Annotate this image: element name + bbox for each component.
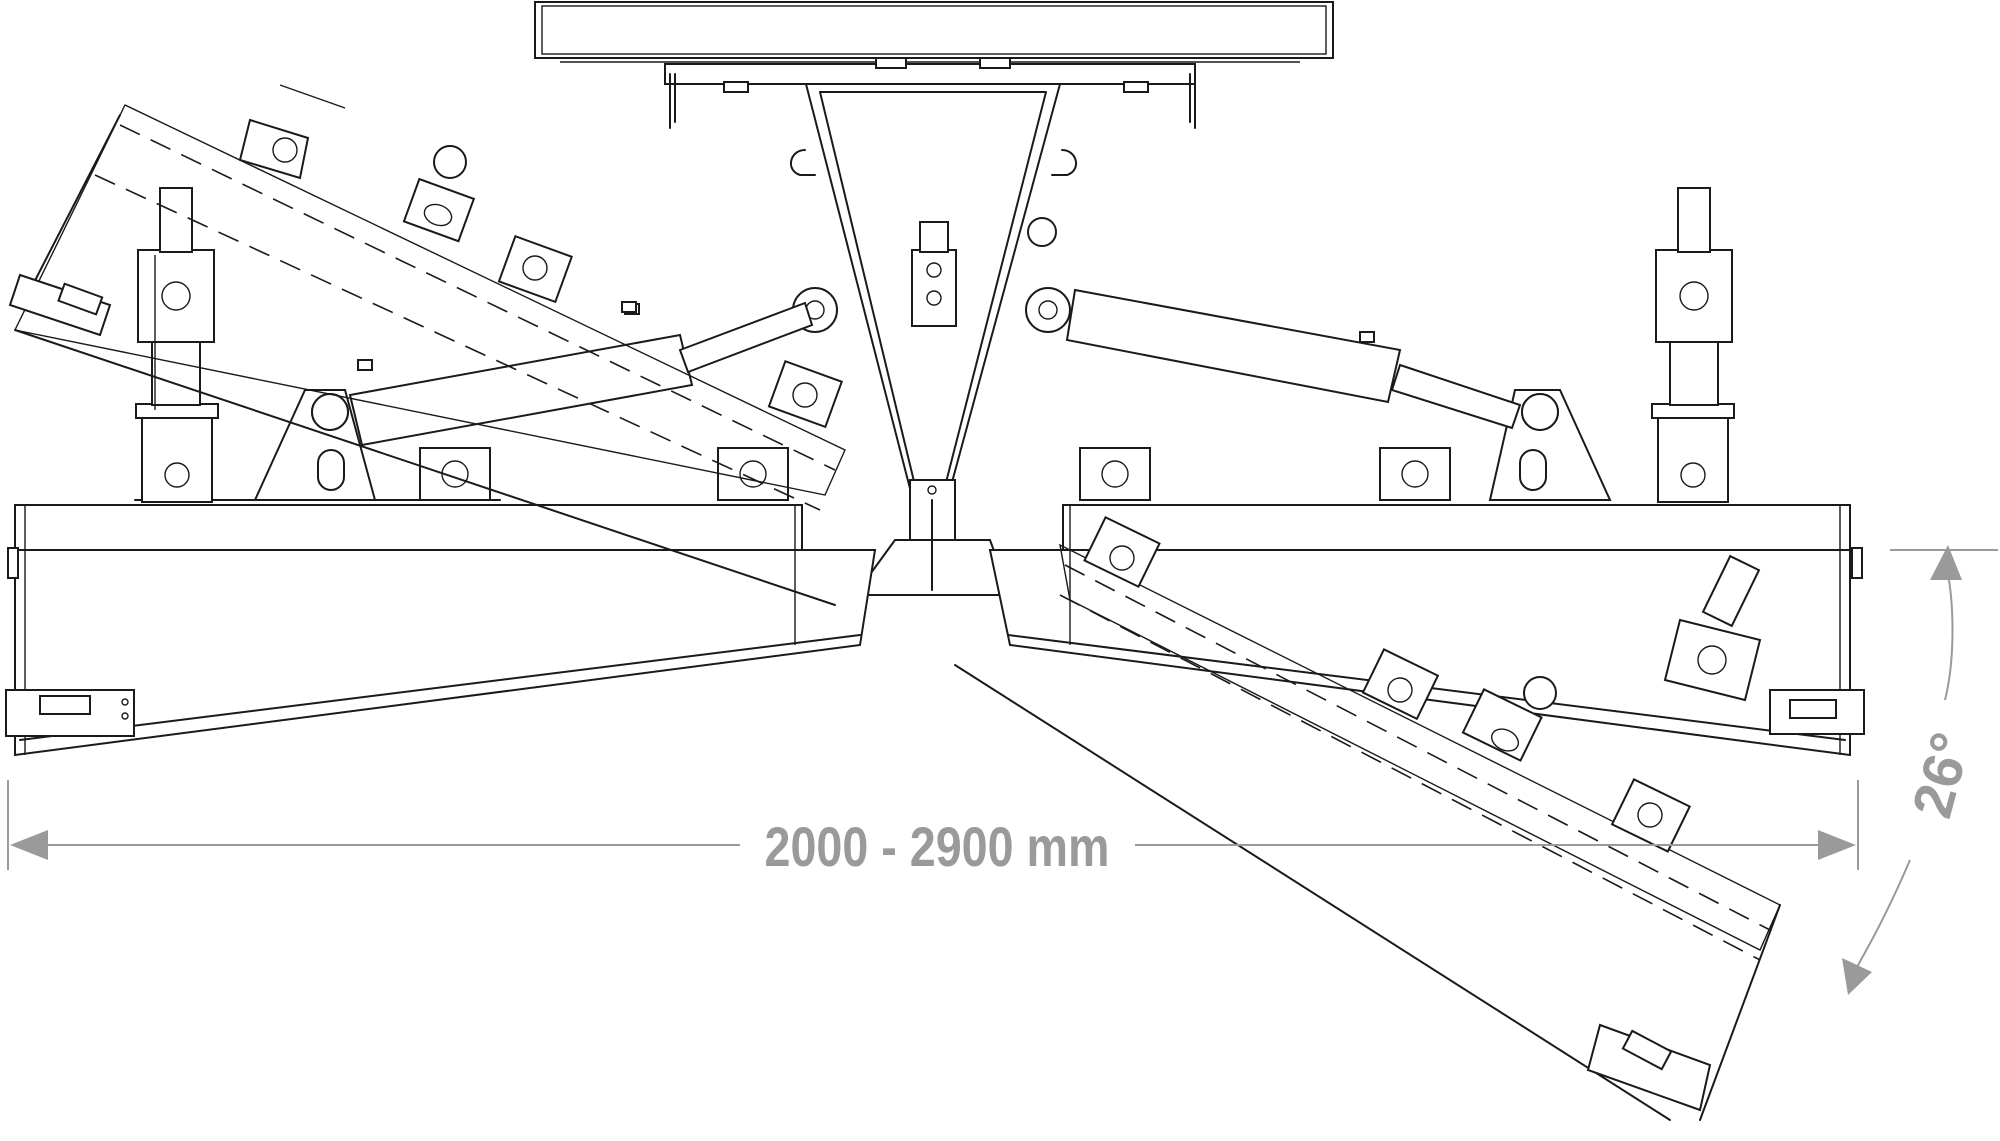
angle-dimension-label: 26°	[1900, 726, 1983, 824]
left-lugs	[135, 187, 789, 503]
width-dimension-label: 2000 - 2900 mm	[765, 815, 1110, 878]
right-hydraulic-cylinder	[1065, 288, 1559, 431]
arrow-up-icon	[1930, 545, 1962, 580]
right-swept-blade	[954, 515, 1865, 1121]
left-hydraulic-cylinder	[311, 301, 814, 447]
center-frame	[790, 83, 1077, 596]
width-dimension: 2000 - 2900 mm	[7, 780, 1859, 878]
arrow-right-icon	[1818, 830, 1856, 860]
angle-dimension: 26°	[1842, 545, 1998, 995]
right-lugs	[1079, 187, 1735, 503]
left-moldboard	[5, 499, 877, 757]
left-swept-blade	[8, 84, 846, 606]
arrow-down-icon	[1842, 958, 1872, 995]
mount-plate	[534, 1, 1334, 129]
arrow-left-icon	[10, 830, 48, 860]
